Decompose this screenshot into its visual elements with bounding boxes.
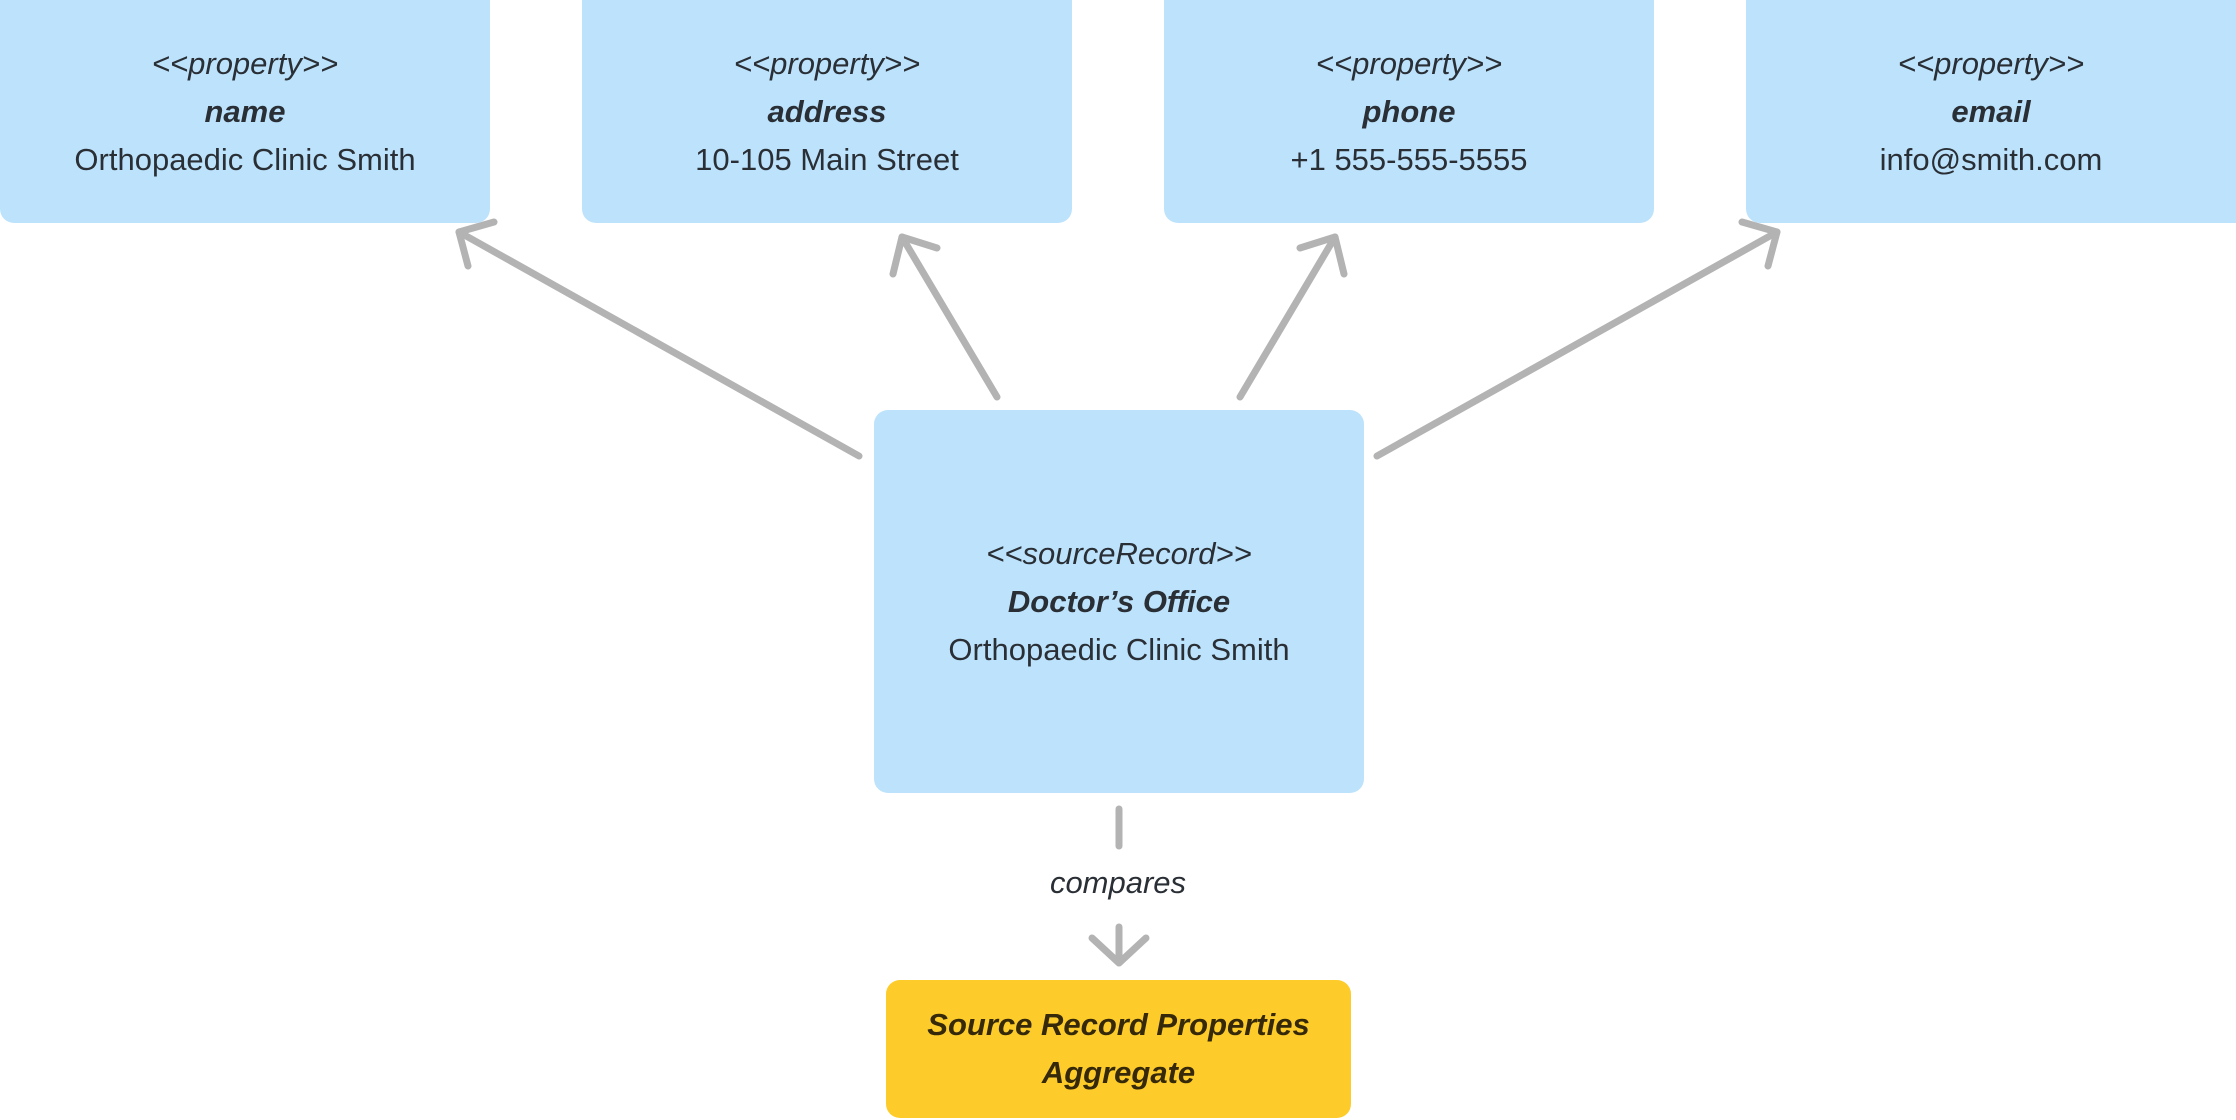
- edge-source-to-email: [1373, 218, 1781, 460]
- property-node-email[interactable]: <<property>> email info@smith.com: [1746, 0, 2236, 223]
- property-value: 10-105 Main Street: [695, 141, 959, 177]
- compares-edge-label: compares: [1049, 865, 1187, 900]
- edge-source-to-phone: [1236, 233, 1348, 401]
- property-name: address: [767, 93, 887, 129]
- stereotype-label: <<property>>: [151, 45, 339, 81]
- property-name: name: [204, 93, 286, 129]
- source-record-value: Orthopaedic Clinic Smith: [948, 631, 1290, 667]
- property-node-address[interactable]: <<property>> address 10-105 Main Street: [582, 0, 1072, 223]
- stereotype-label: <<property>>: [1897, 45, 2085, 81]
- arrowhead-icon: [889, 233, 941, 278]
- arrowhead-icon: [1296, 233, 1348, 278]
- aggregate-title-line1: Source Record Properties: [927, 1007, 1310, 1042]
- source-record-name: Doctor’s Office: [1007, 583, 1231, 619]
- property-node-name[interactable]: <<property>> name Orthopaedic Clinic Smi…: [0, 0, 490, 223]
- source-record-node[interactable]: <<sourceRecord>> Doctor’s Office Orthopa…: [874, 410, 1364, 793]
- stereotype-label: <<sourceRecord>>: [986, 535, 1252, 571]
- arrowhead-icon: [1088, 934, 1150, 967]
- property-name: phone: [1362, 93, 1456, 129]
- stereotype-label: <<property>>: [1315, 45, 1503, 81]
- stereotype-label: <<property>>: [733, 45, 921, 81]
- aggregate-node[interactable]: Source Record Properties Aggregate: [886, 980, 1351, 1118]
- aggregate-title-line2: Aggregate: [1041, 1055, 1196, 1090]
- property-value: Orthopaedic Clinic Smith: [74, 141, 416, 177]
- arrowhead-icon: [1738, 218, 1781, 270]
- edge-source-to-name: [455, 218, 863, 460]
- arrowhead-icon: [455, 218, 498, 270]
- property-value: info@smith.com: [1879, 141, 2103, 177]
- edge-source-to-address: [889, 233, 1001, 401]
- edge-source-to-aggregate: [1088, 805, 1150, 967]
- property-value: +1 555-555-5555: [1290, 141, 1528, 177]
- property-node-phone[interactable]: <<property>> phone +1 555-555-5555: [1164, 0, 1654, 223]
- property-name: email: [1951, 93, 2031, 129]
